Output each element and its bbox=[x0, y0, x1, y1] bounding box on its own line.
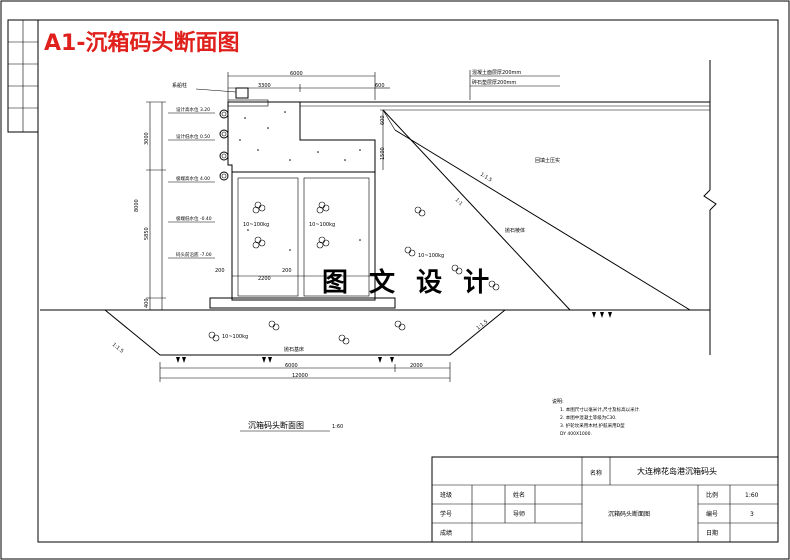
notes: 说明: 1. 本图尺寸以毫米计,尺寸及标高以米计. 2. 本图中混凝土等级为C3… bbox=[552, 398, 641, 437]
svg-text:3. 护轮坎采用木材,护舷采用D型: 3. 护轮坎采用木材,护舷采用D型 bbox=[560, 422, 625, 429]
bollard bbox=[235, 87, 249, 99]
dim-left-1: 3000 bbox=[144, 132, 150, 145]
svg-text:姓名: 姓名 bbox=[513, 491, 525, 499]
caisson-base bbox=[209, 297, 396, 309]
svg-text:设计低水位: 设计低水位 bbox=[176, 133, 199, 140]
pavement-label-1: 混凝土面层厚200mm bbox=[472, 69, 521, 76]
caisson-body bbox=[231, 171, 376, 301]
caisson-fill bbox=[252, 201, 330, 249]
bottom-dim-total: 12000 bbox=[292, 373, 308, 379]
svg-text:极端高水位: 极端高水位 bbox=[176, 175, 199, 182]
svg-text:说明:: 说明: bbox=[552, 398, 564, 405]
svg-text:1:60: 1:60 bbox=[745, 492, 759, 499]
inner-dim-2: 2200 bbox=[258, 276, 271, 282]
dim-left: 3300 bbox=[258, 83, 271, 89]
backfill-slope-1 bbox=[382, 109, 571, 311]
berm-label: 抛石基床 bbox=[284, 346, 304, 353]
inner-frame bbox=[37, 19, 779, 543]
svg-text:-7.00: -7.00 bbox=[200, 252, 212, 258]
svg-text:沉箱码头断面图: 沉箱码头断面图 bbox=[608, 510, 650, 518]
svg-text:1. 本图尺寸以毫米计,尺寸及标高以米计.: 1. 本图尺寸以毫米计,尺寸及标高以米计. bbox=[560, 406, 641, 413]
drawing-scale: 1:60 bbox=[332, 424, 343, 430]
backfill-label: 回填土压实 bbox=[535, 157, 560, 164]
dim-total: 6000 bbox=[290, 71, 303, 77]
watermark: 图 文 设 计 bbox=[322, 267, 495, 298]
rubble-bed bbox=[104, 309, 506, 356]
svg-text:设计高水位: 设计高水位 bbox=[176, 106, 199, 113]
inner-dim-3: 200 bbox=[282, 268, 292, 274]
concrete-hatch bbox=[239, 111, 361, 251]
title-block: 名称 大连棉花岛港沉箱码头 班级 学号 成绩 姓名 导师 沉箱码头断面图 比例 … bbox=[431, 456, 779, 543]
stone-label-4: 10~100kg bbox=[418, 253, 444, 259]
dim-left-2: 8000 bbox=[134, 199, 140, 212]
svg-text:1:1.5: 1:1.5 bbox=[111, 342, 125, 355]
svg-text:3: 3 bbox=[750, 511, 754, 518]
svg-text:600: 600 bbox=[380, 115, 386, 125]
dim-left-4: 400 bbox=[144, 298, 150, 308]
stone-label-3: 10~100kg bbox=[222, 334, 248, 340]
svg-text:2. 本图中混凝土等级为C30.: 2. 本图中混凝土等级为C30. bbox=[560, 414, 617, 421]
stone-label-2: 10~100kg bbox=[309, 222, 335, 228]
inner-dim-1: 200 bbox=[215, 268, 225, 274]
svg-text:极端低水位: 极端低水位 bbox=[176, 215, 199, 222]
dim-left-3: 5850 bbox=[144, 227, 150, 240]
foundation-stones bbox=[208, 320, 406, 345]
backfill-stones bbox=[404, 206, 500, 291]
svg-text:导师: 导师 bbox=[513, 510, 525, 518]
svg-text:码头前沿底: 码头前沿底 bbox=[176, 251, 199, 258]
fenders bbox=[219, 109, 229, 181]
pavement-label-2: 碎石垫层厚200mm bbox=[472, 79, 516, 86]
svg-text:成绩: 成绩 bbox=[440, 529, 452, 537]
bottom-dim-bed: 6000 bbox=[285, 363, 298, 369]
svg-text:4.00: 4.00 bbox=[200, 176, 210, 182]
svg-text:1:1: 1:1 bbox=[454, 197, 464, 207]
svg-text:班级: 班级 bbox=[440, 491, 452, 499]
svg-text:DY 400X1000.: DY 400X1000. bbox=[560, 431, 592, 437]
dim-right: 600 bbox=[375, 83, 385, 89]
svg-text:比例: 比例 bbox=[706, 491, 718, 499]
caisson-cap bbox=[227, 101, 376, 173]
svg-text:-0.40: -0.40 bbox=[200, 216, 212, 222]
backfill-slope-2 bbox=[394, 129, 691, 311]
stone-label-1: 10~100kg bbox=[243, 222, 269, 228]
svg-text:1500: 1500 bbox=[380, 147, 386, 160]
drawing-title: 沉箱码头断面图 bbox=[248, 420, 304, 430]
bollard-label: 系船柱 bbox=[172, 82, 187, 89]
water-levels: 设计高水位 3.20 设计低水位 0.50 极端高水位 4.00 极端低水位 -… bbox=[168, 106, 215, 259]
fill-slope-label: 抛石棱体 bbox=[505, 227, 525, 234]
sheet-title: A1-沉箱码头断面图 bbox=[44, 30, 239, 56]
svg-text:大连棉花岛港沉箱码头: 大连棉花岛港沉箱码头 bbox=[637, 466, 717, 476]
svg-text:名称: 名称 bbox=[590, 469, 602, 477]
svg-text:学号: 学号 bbox=[440, 510, 452, 518]
svg-text:1:1.5: 1:1.5 bbox=[479, 172, 493, 184]
bottom-dim-right: 2000 bbox=[410, 363, 423, 369]
svg-text:0.50: 0.50 bbox=[200, 134, 210, 140]
seabed-markers bbox=[176, 312, 612, 363]
svg-text:3.20: 3.20 bbox=[200, 107, 210, 113]
svg-text:编号: 编号 bbox=[706, 510, 718, 518]
svg-text:日期: 日期 bbox=[706, 529, 718, 537]
